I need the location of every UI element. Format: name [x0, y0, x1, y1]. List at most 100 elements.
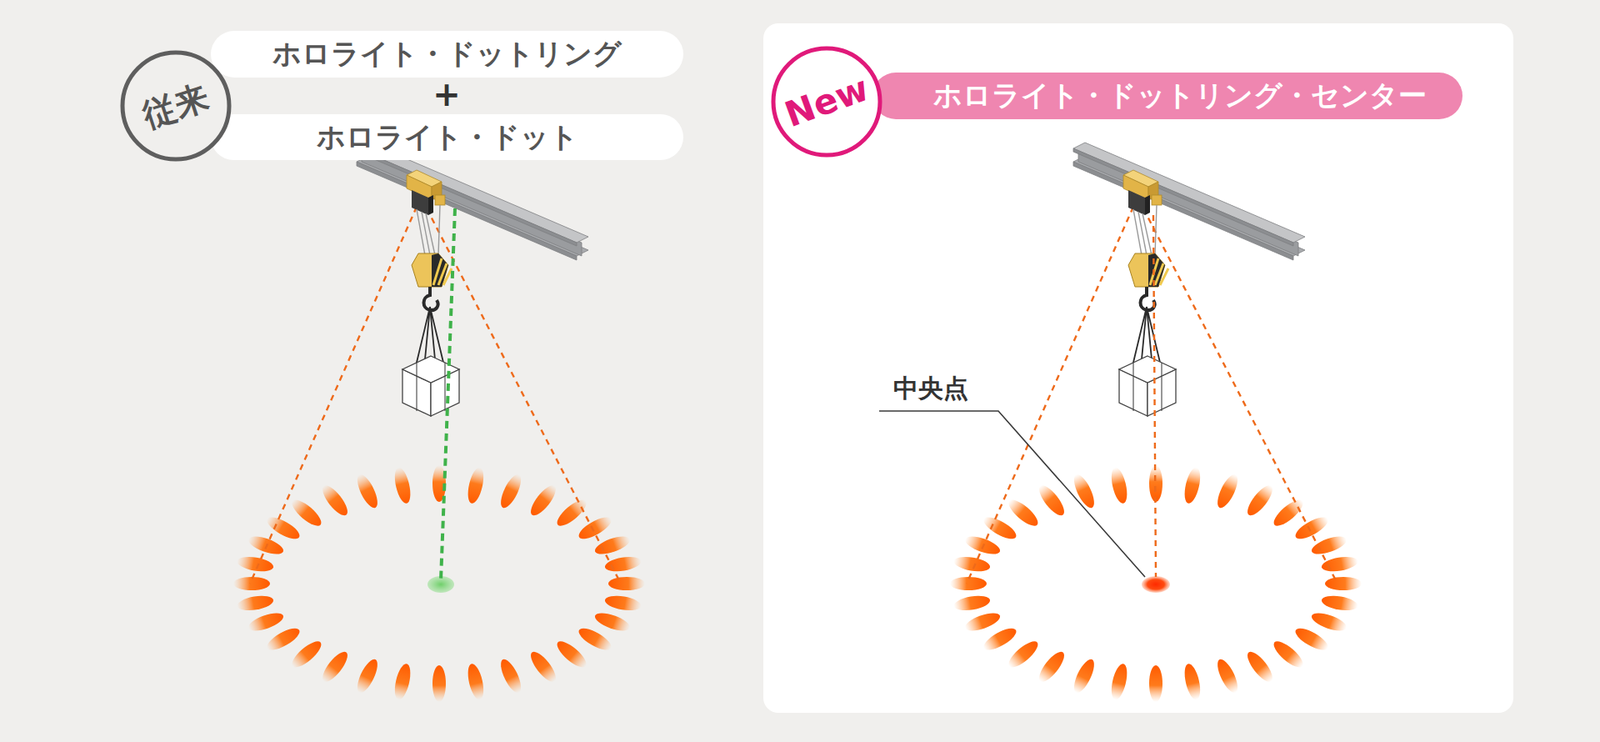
- ring-dash: [1070, 656, 1099, 696]
- beam: [1073, 161, 1294, 260]
- ring-dash: [1213, 471, 1242, 511]
- green-dot: [427, 575, 455, 593]
- ring-dash: [1320, 554, 1360, 574]
- crane-part: [1155, 205, 1157, 255]
- crane-scene-left: [233, 142, 645, 702]
- ring-dash: [496, 471, 525, 511]
- text-group: ホロライト・ドットリング: [272, 38, 622, 70]
- crane: [356, 142, 589, 416]
- ring-dash: [1108, 465, 1130, 505]
- beam-line: [426, 208, 621, 584]
- beam: [356, 161, 577, 260]
- ring-dash: [318, 648, 352, 686]
- ring-dash: [1309, 609, 1349, 635]
- ring-dash: [1270, 636, 1307, 671]
- ring-dash: [604, 593, 643, 613]
- ring-dash: [432, 665, 446, 702]
- crane-part: [1160, 268, 1169, 285]
- node-text: ホロライト・ドット: [316, 121, 579, 153]
- ring-dash: [353, 656, 382, 696]
- crane-part: [1138, 211, 1147, 255]
- product-pill: ホロライト・ドット: [210, 114, 684, 160]
- crane-part: [411, 253, 449, 287]
- text-group: New: [784, 82, 870, 121]
- pill-fill: [210, 114, 684, 160]
- crane-part: [421, 211, 430, 255]
- circle-border: [122, 52, 230, 160]
- circle-border: [773, 48, 880, 155]
- ring-dash: [1309, 532, 1349, 558]
- crane-part: [438, 205, 440, 255]
- crane-part: [1133, 362, 1162, 411]
- ring-dash: [1035, 648, 1069, 686]
- new-badge: New: [770, 45, 883, 158]
- ring-dash: [318, 481, 352, 520]
- crane-part: [1140, 286, 1155, 310]
- crane-part: [1151, 195, 1162, 205]
- ring-dash: [288, 636, 325, 671]
- beam-line: [250, 206, 417, 584]
- ring-dash: [575, 512, 615, 543]
- beam: [356, 148, 577, 246]
- crane-part: [416, 362, 445, 411]
- pill-fill: [872, 72, 1463, 120]
- plus-sign: +: [432, 75, 461, 113]
- beam: [1073, 142, 1305, 243]
- center-dot: [1141, 575, 1170, 593]
- ring-dash: [233, 576, 270, 590]
- ring-dash: [553, 495, 590, 530]
- ring-dash: [465, 661, 487, 700]
- crane-part: [443, 268, 452, 285]
- ring-dash: [526, 648, 560, 686]
- ring-dash: [1320, 593, 1360, 613]
- crane-part: [1133, 209, 1142, 255]
- ring-dash: [264, 624, 303, 655]
- ring-dash: [496, 656, 525, 696]
- product-pill: ホロライト・ドットリング・センター: [872, 72, 1463, 120]
- ring-dash: [288, 495, 325, 530]
- ring-dash: [391, 661, 414, 700]
- ring-dash: [1181, 465, 1204, 505]
- ring-dash: [1181, 661, 1204, 700]
- crane-part: [1145, 195, 1150, 215]
- ring-dash: [604, 554, 643, 574]
- beam-line: [966, 206, 1134, 584]
- ring-dash: [353, 471, 382, 511]
- ring-dash: [952, 554, 991, 574]
- ring-dash: [1035, 481, 1069, 520]
- ring-dash: [1005, 636, 1042, 671]
- label-circle: 従来: [120, 50, 232, 162]
- ring-dash: [1108, 661, 1130, 700]
- crane-part: [1119, 355, 1176, 383]
- ring-dash: [592, 532, 632, 558]
- ring-dash: [1243, 481, 1277, 520]
- crane-part: [424, 286, 439, 310]
- center-beam-line: [1153, 215, 1156, 577]
- ring-dash: [465, 465, 487, 505]
- green-beam-line: [440, 208, 455, 580]
- ring-dash: [1149, 465, 1163, 502]
- light-ring: [233, 465, 645, 702]
- ring-dash: [246, 609, 286, 635]
- ring-dash: [980, 624, 1020, 655]
- crane-part: [411, 190, 429, 215]
- ring-dash: [1325, 576, 1362, 590]
- ring-dash: [235, 554, 275, 574]
- leader-line: [879, 410, 1145, 577]
- ring-dash: [553, 636, 590, 671]
- crane: [1073, 142, 1305, 416]
- text-group: ホロライト・ドットリング・センター: [933, 80, 1427, 111]
- beam-line: [1143, 208, 1338, 584]
- ring-dash: [235, 593, 275, 613]
- product-pill: ホロライト・ドットリング: [210, 30, 684, 78]
- ring-dash: [575, 624, 615, 655]
- ring-dash: [1149, 665, 1163, 702]
- ring-dash: [592, 609, 632, 635]
- node-text: ホロライト・ドットリング・センター: [933, 80, 1427, 111]
- ring-dash: [1213, 656, 1242, 696]
- crane-part: [1128, 253, 1165, 287]
- right-panel: [763, 23, 1514, 713]
- ring-dash: [391, 465, 414, 505]
- ring-dash: [950, 576, 987, 590]
- node-text: ホロライト・ドットリング: [272, 38, 622, 70]
